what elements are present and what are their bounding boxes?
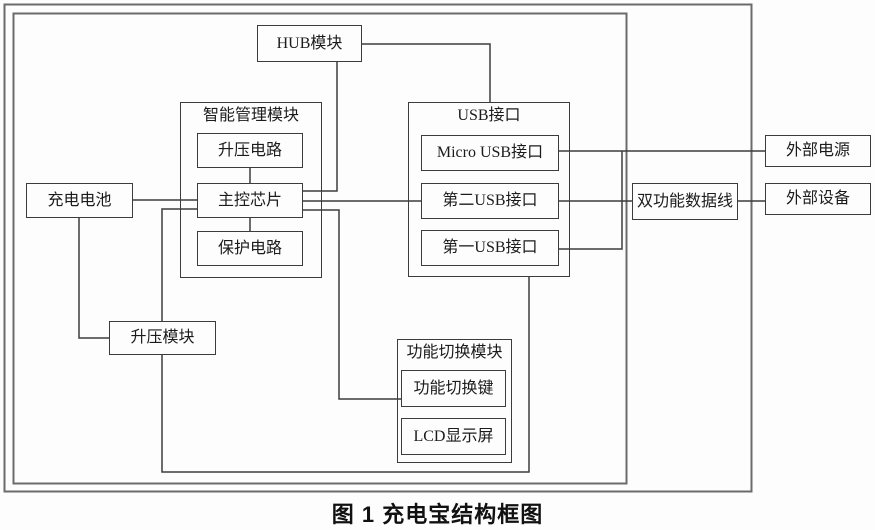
block-boost-module-label: 升压模块 (130, 329, 195, 346)
block-function-switch-key: 功能切换键 (401, 370, 506, 407)
connector-usb-first-to-ext-power-line (559, 151, 623, 250)
group-smart-management: 智能管理模块 (180, 102, 322, 278)
connector-hub-to-usb-group (362, 43, 491, 102)
group-usb-interfaces: USB接口 (408, 102, 570, 277)
block-battery-label: 充电电池 (47, 191, 112, 209)
block-battery: 充电电池 (26, 183, 133, 218)
block-usb-first-label: 第一USB接口 (442, 239, 538, 256)
block-boost-module: 升压模块 (109, 321, 216, 355)
block-lcd-screen-label: LCD显示屏 (413, 427, 494, 445)
group-function-switch: 功能切换模块 (397, 339, 512, 463)
block-function-switch-key-label: 功能切换键 (413, 379, 494, 397)
block-usb-second-label: 第二USB接口 (442, 192, 538, 209)
block-usb-first: 第一USB接口 (421, 230, 559, 266)
block-hub-module: HUB模块 (257, 25, 362, 62)
connector-main-chip-to-usb-group-bottom (161, 208, 530, 473)
block-usb-second: 第二USB接口 (421, 183, 559, 219)
group-usb-interfaces-title: USB接口 (457, 107, 521, 124)
inner-frame (12, 12, 628, 485)
outer-frame (3, 3, 753, 493)
block-micro-usb-label: Micro USB接口 (436, 144, 544, 161)
block-main-chip: 主控芯片 (197, 183, 303, 218)
connector-hub-to-main-chip (303, 62, 338, 192)
block-micro-usb: Micro USB接口 (421, 135, 559, 171)
connector-battery-to-boost-module (78, 218, 109, 339)
group-smart-management-title: 智能管理模块 (202, 107, 299, 124)
block-protect-circuit: 保护电路 (197, 231, 303, 266)
figure-caption: 图 1 充电宝结构框图 (331, 502, 544, 527)
block-dual-cable: 双功能数据线 (632, 183, 738, 220)
block-main-chip-label: 主控芯片 (217, 191, 282, 209)
block-boost-circuit-label: 升压电路 (217, 141, 282, 159)
block-dual-cable-label: 双功能数据线 (636, 192, 733, 210)
block-protect-circuit-label: 保护电路 (217, 239, 282, 257)
block-ext-power: 外部电源 (765, 135, 871, 167)
block-lcd-screen: LCD显示屏 (401, 418, 506, 455)
block-boost-circuit: 升压电路 (197, 133, 303, 168)
block-hub-module-label: HUB模块 (276, 34, 343, 52)
block-ext-device: 外部设备 (765, 183, 871, 215)
block-ext-power-label: 外部电源 (785, 142, 850, 159)
block-ext-device-label: 外部设备 (785, 190, 850, 207)
group-function-switch-title: 功能切换模块 (406, 344, 503, 361)
